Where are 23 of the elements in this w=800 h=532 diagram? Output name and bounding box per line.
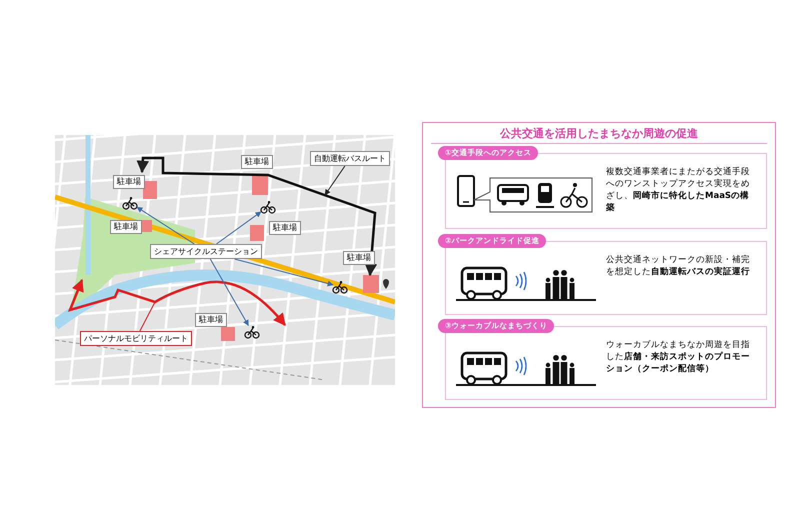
leader-arrow	[234, 258, 334, 286]
bicycle-icon	[122, 197, 138, 210]
section-text: 公共交通ネットワークの新設・補完を想定した自動運転バスの実証運行	[606, 254, 751, 278]
parking-label: 駐車場	[269, 221, 301, 235]
leader-arrow	[210, 258, 249, 326]
parking-label: 駐車場	[110, 220, 142, 234]
parking-label: 駐車場	[195, 313, 227, 327]
panel	[422, 122, 776, 408]
section-text: 複数交通事業者にまたがる交通手段へのワンストップアクセス実現をめざし、岡崎市に特化したMaaSの構築	[606, 166, 751, 214]
bicycle-icon	[244, 326, 260, 339]
panel-title: 公共交通を活用したまちなか周遊の促進	[498, 126, 699, 141]
mobility-route-line	[68, 278, 286, 326]
section-text: ウォーカブルなまちなか周遊を目指した店舗・来訪スポットのプロモーション（クーポン配信等）	[606, 339, 751, 375]
parking-label: 駐車場	[343, 251, 375, 265]
leader-arrow	[136, 206, 195, 244]
leader-arrow	[324, 166, 346, 196]
route-label: パーソナルモビリティルート	[80, 331, 192, 346]
parking-label: 駐車場	[113, 175, 145, 189]
parking-label: 駐車場	[241, 155, 273, 169]
leader-line	[139, 302, 156, 332]
route-label: 自動運転バスルート	[310, 151, 390, 166]
leader-arrow	[216, 211, 262, 244]
bicycle-icon	[332, 281, 348, 294]
